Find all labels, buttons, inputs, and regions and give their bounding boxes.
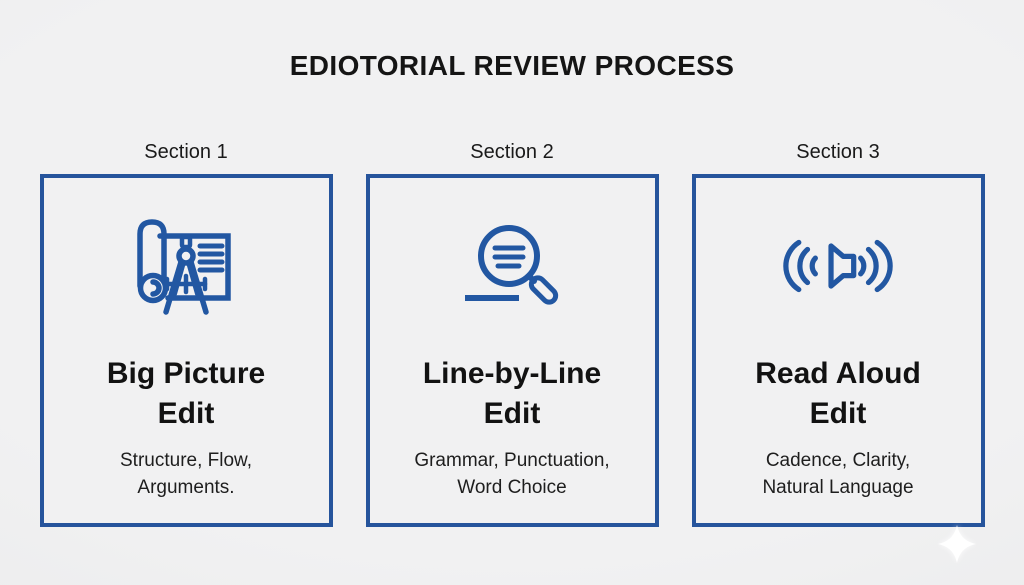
card-title-line: Edit bbox=[157, 397, 215, 430]
card-title: Read Aloud Edit bbox=[755, 354, 921, 434]
card-subtitle-line: Natural Language bbox=[762, 477, 914, 498]
card-line-by-line-edit: Line-by-Line Edit Grammar, Punctuation, … bbox=[365, 174, 659, 527]
card-big-picture-edit: Big Picture Edit Structure, Flow, Argume… bbox=[39, 174, 333, 527]
card-subtitle-line: Grammar, Punctuation, bbox=[414, 450, 610, 471]
card-subtitle-line: Arguments. bbox=[137, 477, 235, 498]
section-2: Section 2 Line-by-Line Edit bbox=[365, 141, 659, 527]
card-subtitle: Grammar, Punctuation, Word Choice bbox=[414, 447, 609, 501]
section-3-label: Section 3 bbox=[796, 141, 880, 163]
card-subtitle: Cadence, Clarity, Natural Language bbox=[762, 447, 913, 501]
sparkle-icon bbox=[938, 525, 976, 563]
blueprint-drafting-compass-icon bbox=[130, 178, 242, 354]
page-title: EDIOTORIAL REVIEW PROCESS bbox=[289, 50, 735, 81]
card-title: Big Picture Edit bbox=[107, 354, 265, 434]
section-3: Section 3 Read Aloud Edit bbox=[691, 141, 985, 527]
section-2-label: Section 2 bbox=[470, 141, 554, 163]
card-title: Line-by-Line Edit bbox=[423, 354, 601, 434]
card-subtitle-line: Structure, Flow, bbox=[120, 450, 252, 471]
speaker-sound-waves-icon bbox=[777, 178, 899, 354]
sections-row: Section 1 bbox=[0, 141, 1024, 527]
card-title-line: Read Aloud bbox=[755, 357, 921, 390]
magnifier-text-lines-icon bbox=[459, 178, 565, 354]
card-read-aloud-edit: Read Aloud Edit Cadence, Clarity, Natura… bbox=[691, 174, 985, 527]
section-1: Section 1 bbox=[39, 141, 333, 527]
card-subtitle-line: Cadence, Clarity, bbox=[765, 450, 911, 471]
card-title-line: Line-by-Line bbox=[422, 357, 602, 390]
card-title-line: Edit bbox=[483, 397, 541, 430]
card-subtitle: Structure, Flow, Arguments. bbox=[120, 447, 252, 501]
card-title-line: Edit bbox=[809, 397, 867, 430]
card-subtitle-line: Word Choice bbox=[457, 477, 567, 498]
section-1-label: Section 1 bbox=[144, 141, 228, 163]
card-title-line: Big Picture bbox=[106, 357, 266, 390]
